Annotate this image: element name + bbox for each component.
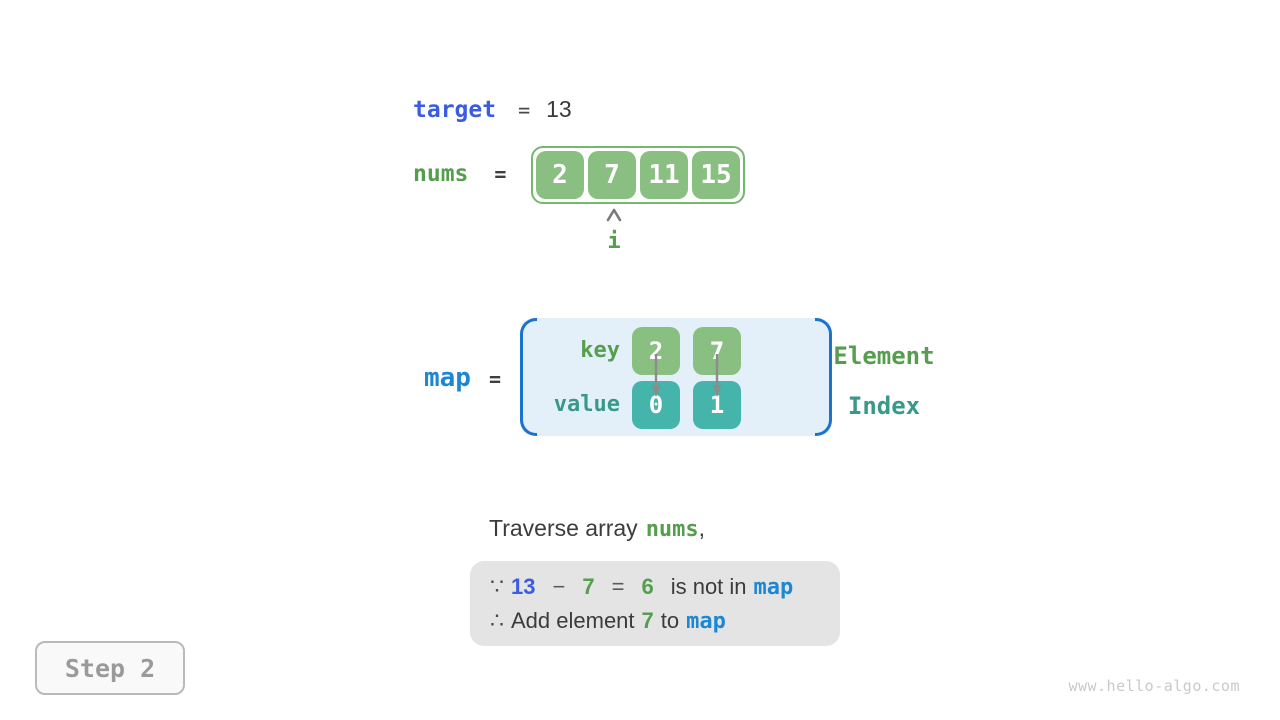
note-add-text: Add element [511, 608, 635, 633]
caption-suffix: , [698, 515, 706, 541]
target-equals: = [518, 98, 531, 122]
key-to-value-arrow-icon [712, 354, 722, 397]
target-line: target = 13 [413, 96, 572, 123]
key-to-value-arrow-icon [651, 354, 661, 397]
index-annotation: Index [847, 392, 921, 420]
element-annotation: Element [833, 342, 935, 370]
note-map-token: map [753, 575, 794, 600]
because-symbol: ∵ [490, 574, 504, 599]
nums-array: 2 7 11 15 [531, 146, 745, 204]
nums-variable: nums [413, 161, 469, 187]
index-pointer: i [590, 207, 638, 254]
caption-prefix: Traverse array [489, 515, 638, 541]
map-key-label: key [580, 338, 620, 363]
note-subtrahend: 7 [582, 574, 595, 599]
pointer-label: i [607, 229, 621, 254]
watermark: www.hello-algo.com [1068, 677, 1240, 695]
note-map-token: map [686, 609, 726, 634]
note-to-text: to [660, 608, 680, 633]
step-label: Step 2 [64, 653, 156, 683]
note-added-value: 7 [641, 608, 654, 633]
note-line-1: ∵ 13 − 7 = 6 is not in map [490, 570, 840, 604]
map-variable: map [424, 363, 471, 393]
caption-line: Traverse array nums , [489, 515, 705, 542]
map-value-cell: 1 [693, 381, 741, 429]
step-badge: Step 2 [35, 641, 185, 695]
target-value: 13 [546, 96, 572, 122]
map-equals: = [488, 367, 502, 391]
map-value-label: value [553, 392, 620, 417]
note-not-in-text: is not in [670, 574, 747, 599]
nums-array-cell: 11 [640, 151, 688, 199]
therefore-symbol: ∴ [490, 608, 504, 633]
up-arrowhead-icon [606, 208, 622, 222]
nums-array-cell: 7 [588, 151, 636, 199]
map-label: map = [424, 363, 501, 393]
nums-label: nums = [413, 161, 506, 187]
nums-array-cell: 2 [536, 151, 584, 199]
caption-nums-token: nums [645, 517, 699, 542]
nums-equals: = [494, 162, 507, 186]
map-value-cell-value: 1 [693, 381, 741, 429]
note-minus: − [552, 574, 566, 599]
nums-array-cell: 15 [692, 151, 740, 199]
note-box: ∵ 13 − 7 = 6 is not in map ∴ Add element… [470, 561, 840, 646]
map-container: key value 2 7 0 1 [520, 318, 832, 436]
note-line-2: ∴ Add element 7 to map [490, 604, 840, 638]
note-minuend: 13 [511, 574, 536, 599]
target-variable: target [413, 97, 497, 123]
note-equals: = [611, 574, 625, 599]
note-difference: 6 [641, 574, 654, 599]
